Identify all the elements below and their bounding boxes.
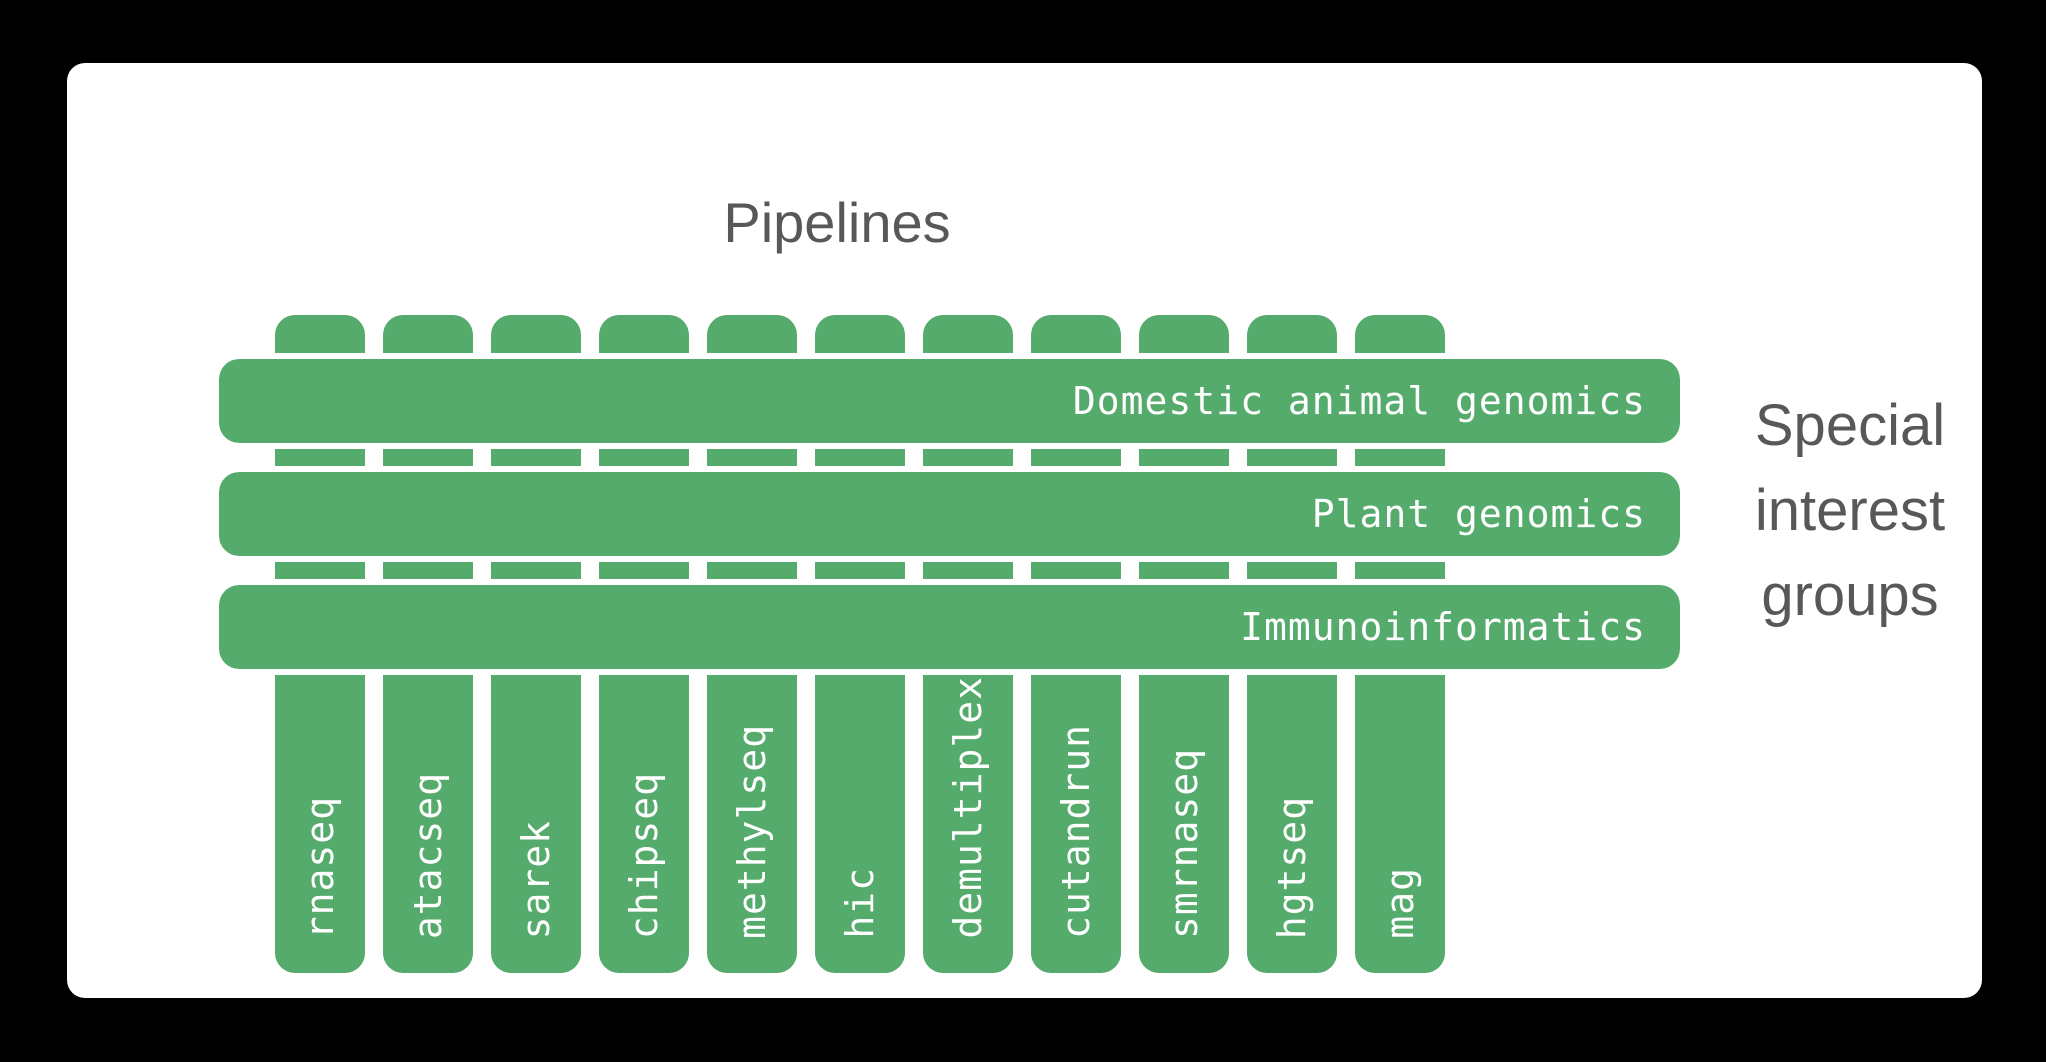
- page-title: Pipelines: [723, 191, 951, 254]
- sig-bar: Plant genomics: [213, 466, 1686, 562]
- pipeline-label: rnaseq: [298, 795, 342, 939]
- pipeline-label: atacseq: [406, 771, 450, 939]
- sig-label: Plant genomics: [1311, 492, 1646, 536]
- side-label-line: interest: [1754, 478, 1946, 543]
- pipeline-label: mag: [1378, 867, 1422, 939]
- side-label: Special interest groups: [1700, 383, 2000, 638]
- figure-card: Pipelines rnaseq atacseq sarek chipseq methy…: [67, 63, 1982, 998]
- pipeline-label: hgtseq: [1270, 795, 1314, 939]
- sig-label: Immunoinformatics: [1240, 605, 1646, 649]
- pipeline-label: smrnaseq: [1162, 747, 1206, 939]
- sig-label: Domestic animal genomics: [1072, 379, 1646, 423]
- pipeline-label: methylseq: [730, 724, 774, 939]
- pipeline-label: demultiplex: [946, 676, 990, 939]
- sig-bar: Domestic animal genomics: [213, 353, 1686, 449]
- side-label-line: groups: [1761, 563, 1939, 628]
- pipeline-label: sarek: [514, 819, 558, 939]
- side-label-line: Special: [1754, 393, 1946, 458]
- sig-bar: Immunoinformatics: [213, 579, 1686, 675]
- pipeline-label: hic: [838, 867, 882, 939]
- pipeline-label: chipseq: [622, 771, 666, 939]
- pipeline-label: cutandrun: [1054, 724, 1098, 939]
